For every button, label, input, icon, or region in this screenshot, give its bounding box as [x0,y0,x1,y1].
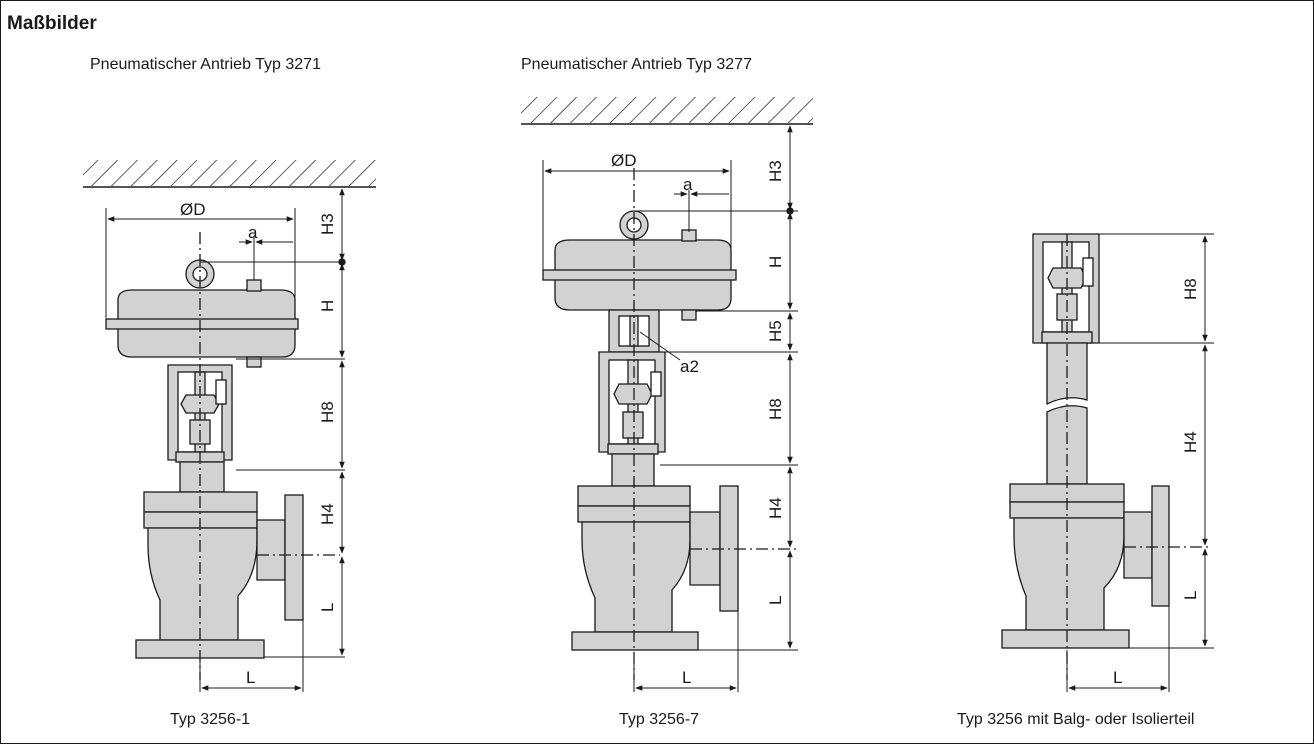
dim-label-h-left: H [318,300,337,312]
dim-label-a2-middle: a2 [680,357,699,376]
dim-label-l-horiz-left: L [246,668,255,687]
dim-label-h4-right: H4 [1181,431,1200,453]
section-heading: Maßbilder [7,13,97,34]
dim-label-a-middle: a [683,175,693,194]
caption-3256-balg: Typ 3256 mit Balg- oder Isolierteil [957,711,1195,728]
dim-label-l-vert-left: L [318,603,337,612]
dim-label-h8-middle: H8 [766,398,785,420]
drawing-3256-7 [521,97,813,692]
dim-label-h4-left: H4 [318,503,337,525]
dim-label-l-vert-right: L [1181,591,1200,600]
dim-label-h8-right: H8 [1181,278,1200,300]
actuator-label-3271: Pneumatischer Antrieb Typ 3271 [90,56,321,73]
ceiling-hatch [521,97,813,123]
dim-label-h5-middle: H5 [766,320,785,342]
dim-label-h-middle: H [766,256,785,268]
actuator-label-3277: Pneumatischer Antrieb Typ 3277 [521,56,752,73]
drawing-3256-1 [83,160,376,692]
dim-label-l-horiz-middle: L [682,668,691,687]
ceiling-hatch [83,160,376,186]
dim-label-d-middle: ØD [611,151,637,170]
dim-label-l-vert-middle: L [766,596,785,605]
dim-label-l-horiz-right: L [1113,668,1122,687]
caption-3256-1: Typ 3256-1 [170,711,251,728]
dim-label-d-left: ØD [180,200,206,219]
dim-label-h3-middle: H3 [766,160,785,182]
dim-label-h3-left: H3 [318,213,337,235]
drawing-3256-balg [1001,233,1214,692]
dim-label-a-left: a [248,223,258,242]
caption-3256-7: Typ 3256-7 [619,711,700,728]
dim-label-h8-left: H8 [318,401,337,423]
dim-label-h4-middle: H4 [766,497,785,519]
